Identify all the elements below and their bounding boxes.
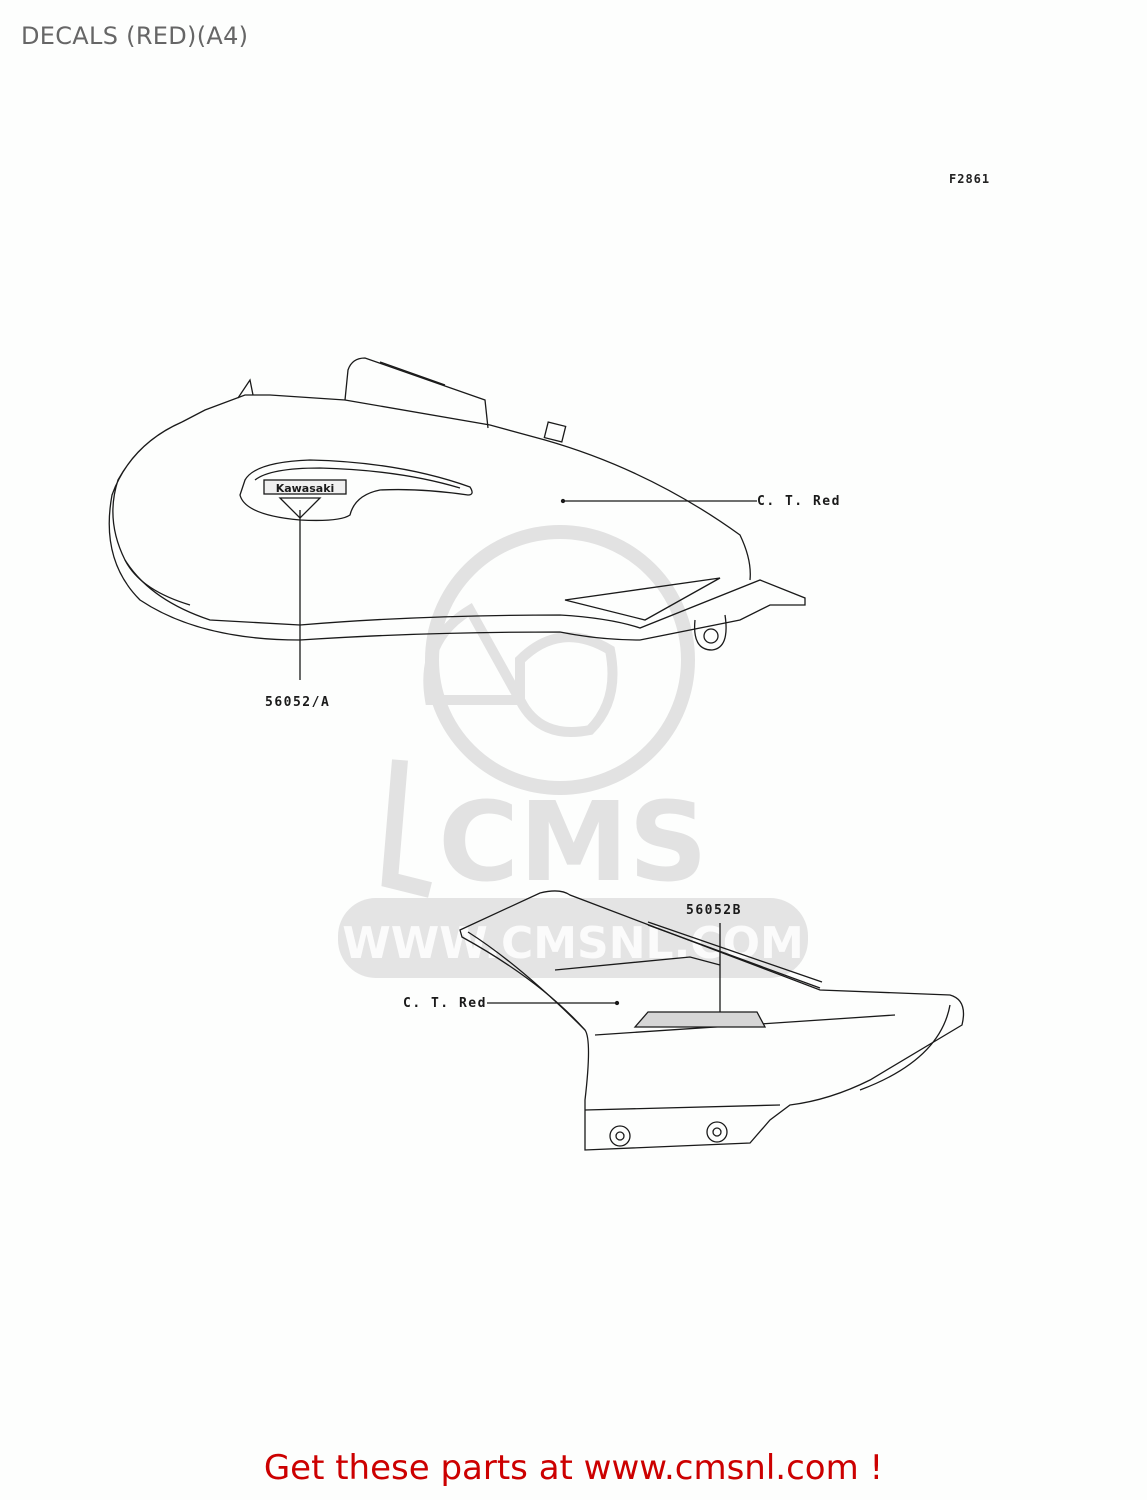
cms-watermark <box>381 525 695 898</box>
figure-code: F2861 <box>949 172 991 186</box>
watermark-url: WWW.CMSNL.COM <box>342 918 804 969</box>
cms-watermark-badge: CMS WWW.CMSNL.COM <box>338 778 808 978</box>
tank-emblem-text: Kawasaki <box>276 482 335 495</box>
page-title: DECALS (RED)(A4) <box>21 22 249 50</box>
watermark-brand: CMS <box>438 778 707 906</box>
promo-banner[interactable]: Get these parts at www.cmsnl.com ! <box>0 1448 1147 1488</box>
side-cover-drawing <box>459 890 965 1151</box>
callout-56052-a[interactable]: 56052/A <box>265 695 331 710</box>
callout-side-cover-color: C. T. Red <box>403 996 487 1011</box>
promo-link[interactable]: Get these parts at www.cmsnl.com ! <box>263 1448 884 1488</box>
fuel-tank-drawing: Kawasaki <box>108 357 806 680</box>
callout-tank-color: C. T. Red <box>757 494 841 509</box>
callout-56052b[interactable]: 56052B <box>686 903 742 918</box>
